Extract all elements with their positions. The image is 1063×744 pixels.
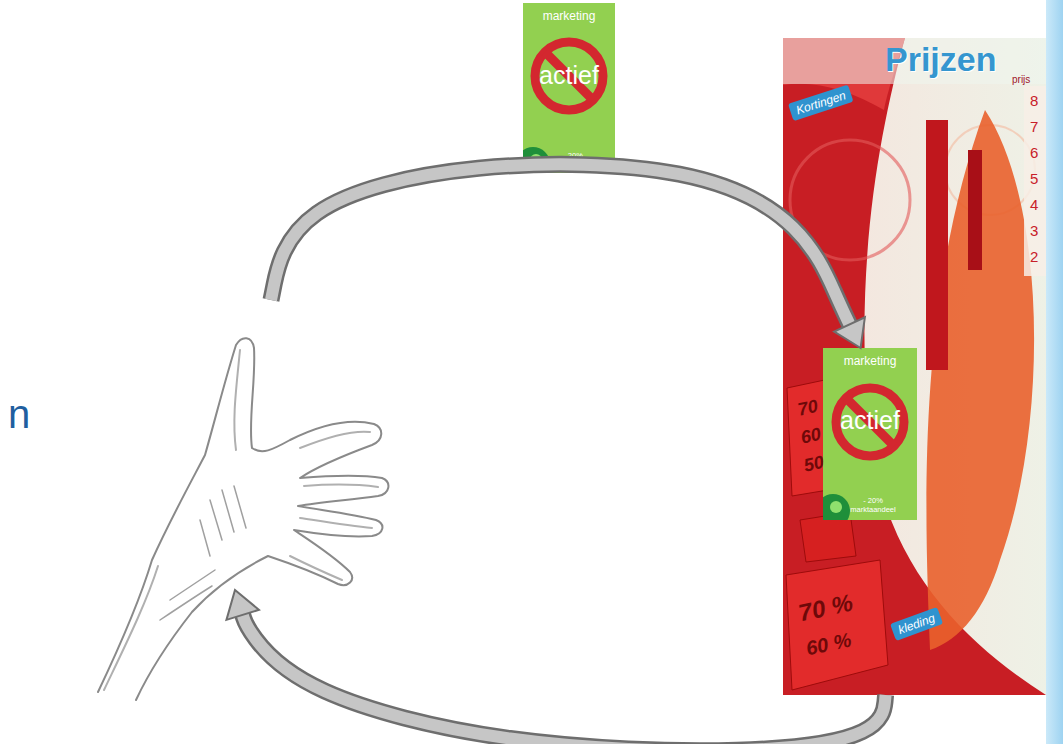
poster-background bbox=[783, 38, 1046, 695]
poster-red-bar bbox=[968, 150, 982, 270]
hand-node: n bbox=[85, 300, 385, 590]
scale-number: 2 bbox=[1030, 248, 1038, 265]
hand-hatch bbox=[300, 518, 372, 528]
card-corner-circle bbox=[823, 494, 850, 520]
price-number: 50 bbox=[802, 452, 826, 477]
hand-hatch bbox=[234, 350, 240, 450]
scale-number: 8 bbox=[1030, 92, 1038, 109]
hand-hatch bbox=[290, 556, 342, 580]
poster-red-bar bbox=[926, 120, 948, 370]
hand-hatch bbox=[200, 486, 246, 556]
hand-outline bbox=[98, 338, 388, 700]
arrow-head bbox=[834, 317, 865, 348]
scale-number: 3 bbox=[1030, 222, 1038, 239]
cycle-arrow bbox=[271, 164, 865, 348]
side-band bbox=[1046, 0, 1063, 744]
card-footnote: - 20% marktaandeel bbox=[847, 496, 899, 514]
hand-hatch bbox=[104, 566, 158, 690]
card-art bbox=[523, 3, 615, 173]
price-tag bbox=[786, 560, 888, 690]
poster-orange-shape bbox=[926, 110, 1034, 650]
card-word: actief bbox=[523, 61, 615, 90]
marketing-card: marketing actief - 20% marktaandeel bbox=[523, 3, 615, 173]
arrow-outline bbox=[271, 164, 850, 324]
hand-caption: n bbox=[8, 392, 30, 437]
hand-hatch bbox=[300, 432, 370, 448]
arrow-outline bbox=[243, 615, 886, 744]
card-background bbox=[823, 348, 917, 520]
poster-title: Prijzen bbox=[885, 40, 996, 79]
scale-number: 5 bbox=[1030, 170, 1038, 187]
scale-number: 7 bbox=[1030, 118, 1038, 135]
hand-sketch bbox=[98, 338, 388, 700]
arrow-head bbox=[226, 590, 258, 620]
hand-hatch bbox=[304, 485, 378, 487]
poster-swirl-line bbox=[790, 140, 910, 260]
marketing-card: marketing actief - 20% marktaandeel bbox=[823, 348, 917, 520]
price-heading: prijs bbox=[1012, 74, 1030, 85]
price-number: 70 bbox=[796, 396, 820, 421]
price-number: 60 bbox=[799, 424, 823, 449]
arrow-body bbox=[243, 615, 886, 744]
scale-number: 6 bbox=[1030, 144, 1038, 161]
card-corner-ball bbox=[530, 154, 542, 166]
hand-hatch bbox=[160, 570, 215, 620]
card-corner-circle bbox=[523, 147, 550, 173]
poster-title-band bbox=[783, 38, 1046, 84]
card-art bbox=[823, 348, 917, 520]
cycle-arrow bbox=[226, 590, 885, 744]
card-word: actief bbox=[823, 406, 917, 435]
scale-number: 4 bbox=[1030, 196, 1038, 213]
poster-price-column bbox=[1024, 86, 1046, 276]
card-heading: marketing bbox=[523, 9, 615, 23]
card-footnote: - 20% marktaandeel bbox=[547, 151, 599, 169]
arrow-body bbox=[271, 164, 850, 324]
card-heading: marketing bbox=[823, 354, 917, 368]
poster-red-area bbox=[783, 38, 1046, 695]
card-corner-ball bbox=[830, 501, 842, 513]
